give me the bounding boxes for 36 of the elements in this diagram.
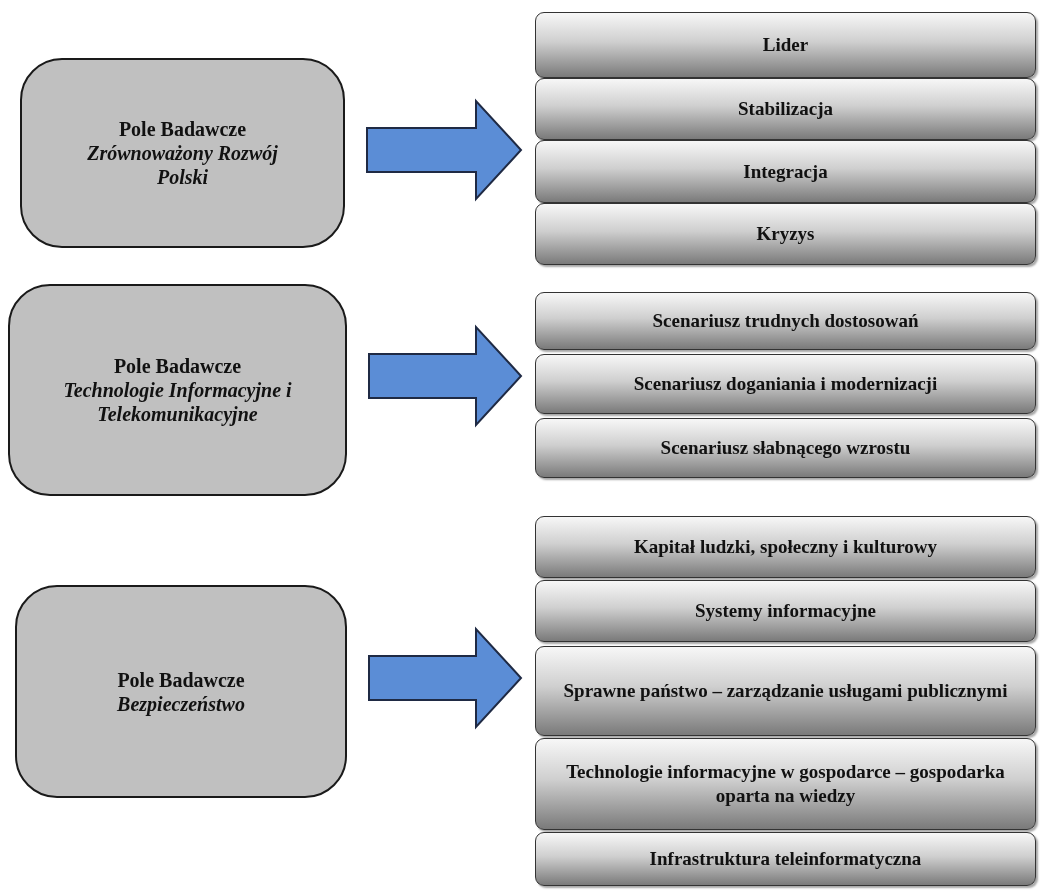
- node-title: Stabilizacja: [738, 97, 833, 121]
- scenario-box: [535, 516, 1036, 578]
- node-title: Pole Badawcze: [117, 667, 245, 692]
- node-title: Kryzys: [756, 222, 815, 246]
- scenario-box: [535, 738, 1036, 830]
- node-title: Sprawne państwo – zarządzanie usługami publicznymi: [563, 679, 1008, 703]
- research-field-box: [20, 58, 345, 248]
- scenario-box: [535, 12, 1036, 78]
- research-field-box: [15, 585, 347, 798]
- node-title: Pole Badawcze: [113, 354, 242, 378]
- node-title: Systemy informacyjne: [695, 599, 876, 623]
- scenario-box: [535, 140, 1036, 203]
- node-subtitle: Technologie Informacyjne i Telekomunikacyjne: [62, 378, 293, 426]
- node-title: Scenariusz słabnącego wzrostu: [660, 436, 911, 460]
- research-field-box: [8, 284, 347, 496]
- scenario-box: [535, 580, 1036, 642]
- scenario-box: [535, 418, 1036, 478]
- node-title: Lider: [762, 33, 809, 57]
- block-arrow: [366, 98, 523, 202]
- node-title: Kapitał ludzki, społeczny i kulturowy: [633, 535, 938, 559]
- block-arrow: [368, 626, 523, 730]
- node-subtitle: Bezpieczeństwo: [117, 691, 245, 716]
- scenario-box: [535, 78, 1036, 140]
- block-arrow: [368, 324, 523, 428]
- node-title: Technologie informacyjne w gospodarce – gospodarka oparta na wiedzy: [565, 760, 1006, 808]
- node-title: Pole Badawcze: [118, 117, 247, 141]
- node-title: Integracja: [743, 159, 828, 184]
- scenario-box: [535, 832, 1036, 886]
- scenario-box: [535, 354, 1036, 414]
- scenario-box: [535, 292, 1036, 350]
- node-subtitle: Zrównoważony Rozwój Polski: [86, 141, 279, 189]
- node-title: Infrastruktura teleinformatyczna: [649, 847, 922, 871]
- scenario-box: [535, 203, 1036, 265]
- node-title: Scenariusz trudnych dostosowań: [652, 309, 919, 333]
- node-title: Scenariusz doganiania i modernizacji: [633, 372, 938, 396]
- scenario-box: [535, 646, 1036, 736]
